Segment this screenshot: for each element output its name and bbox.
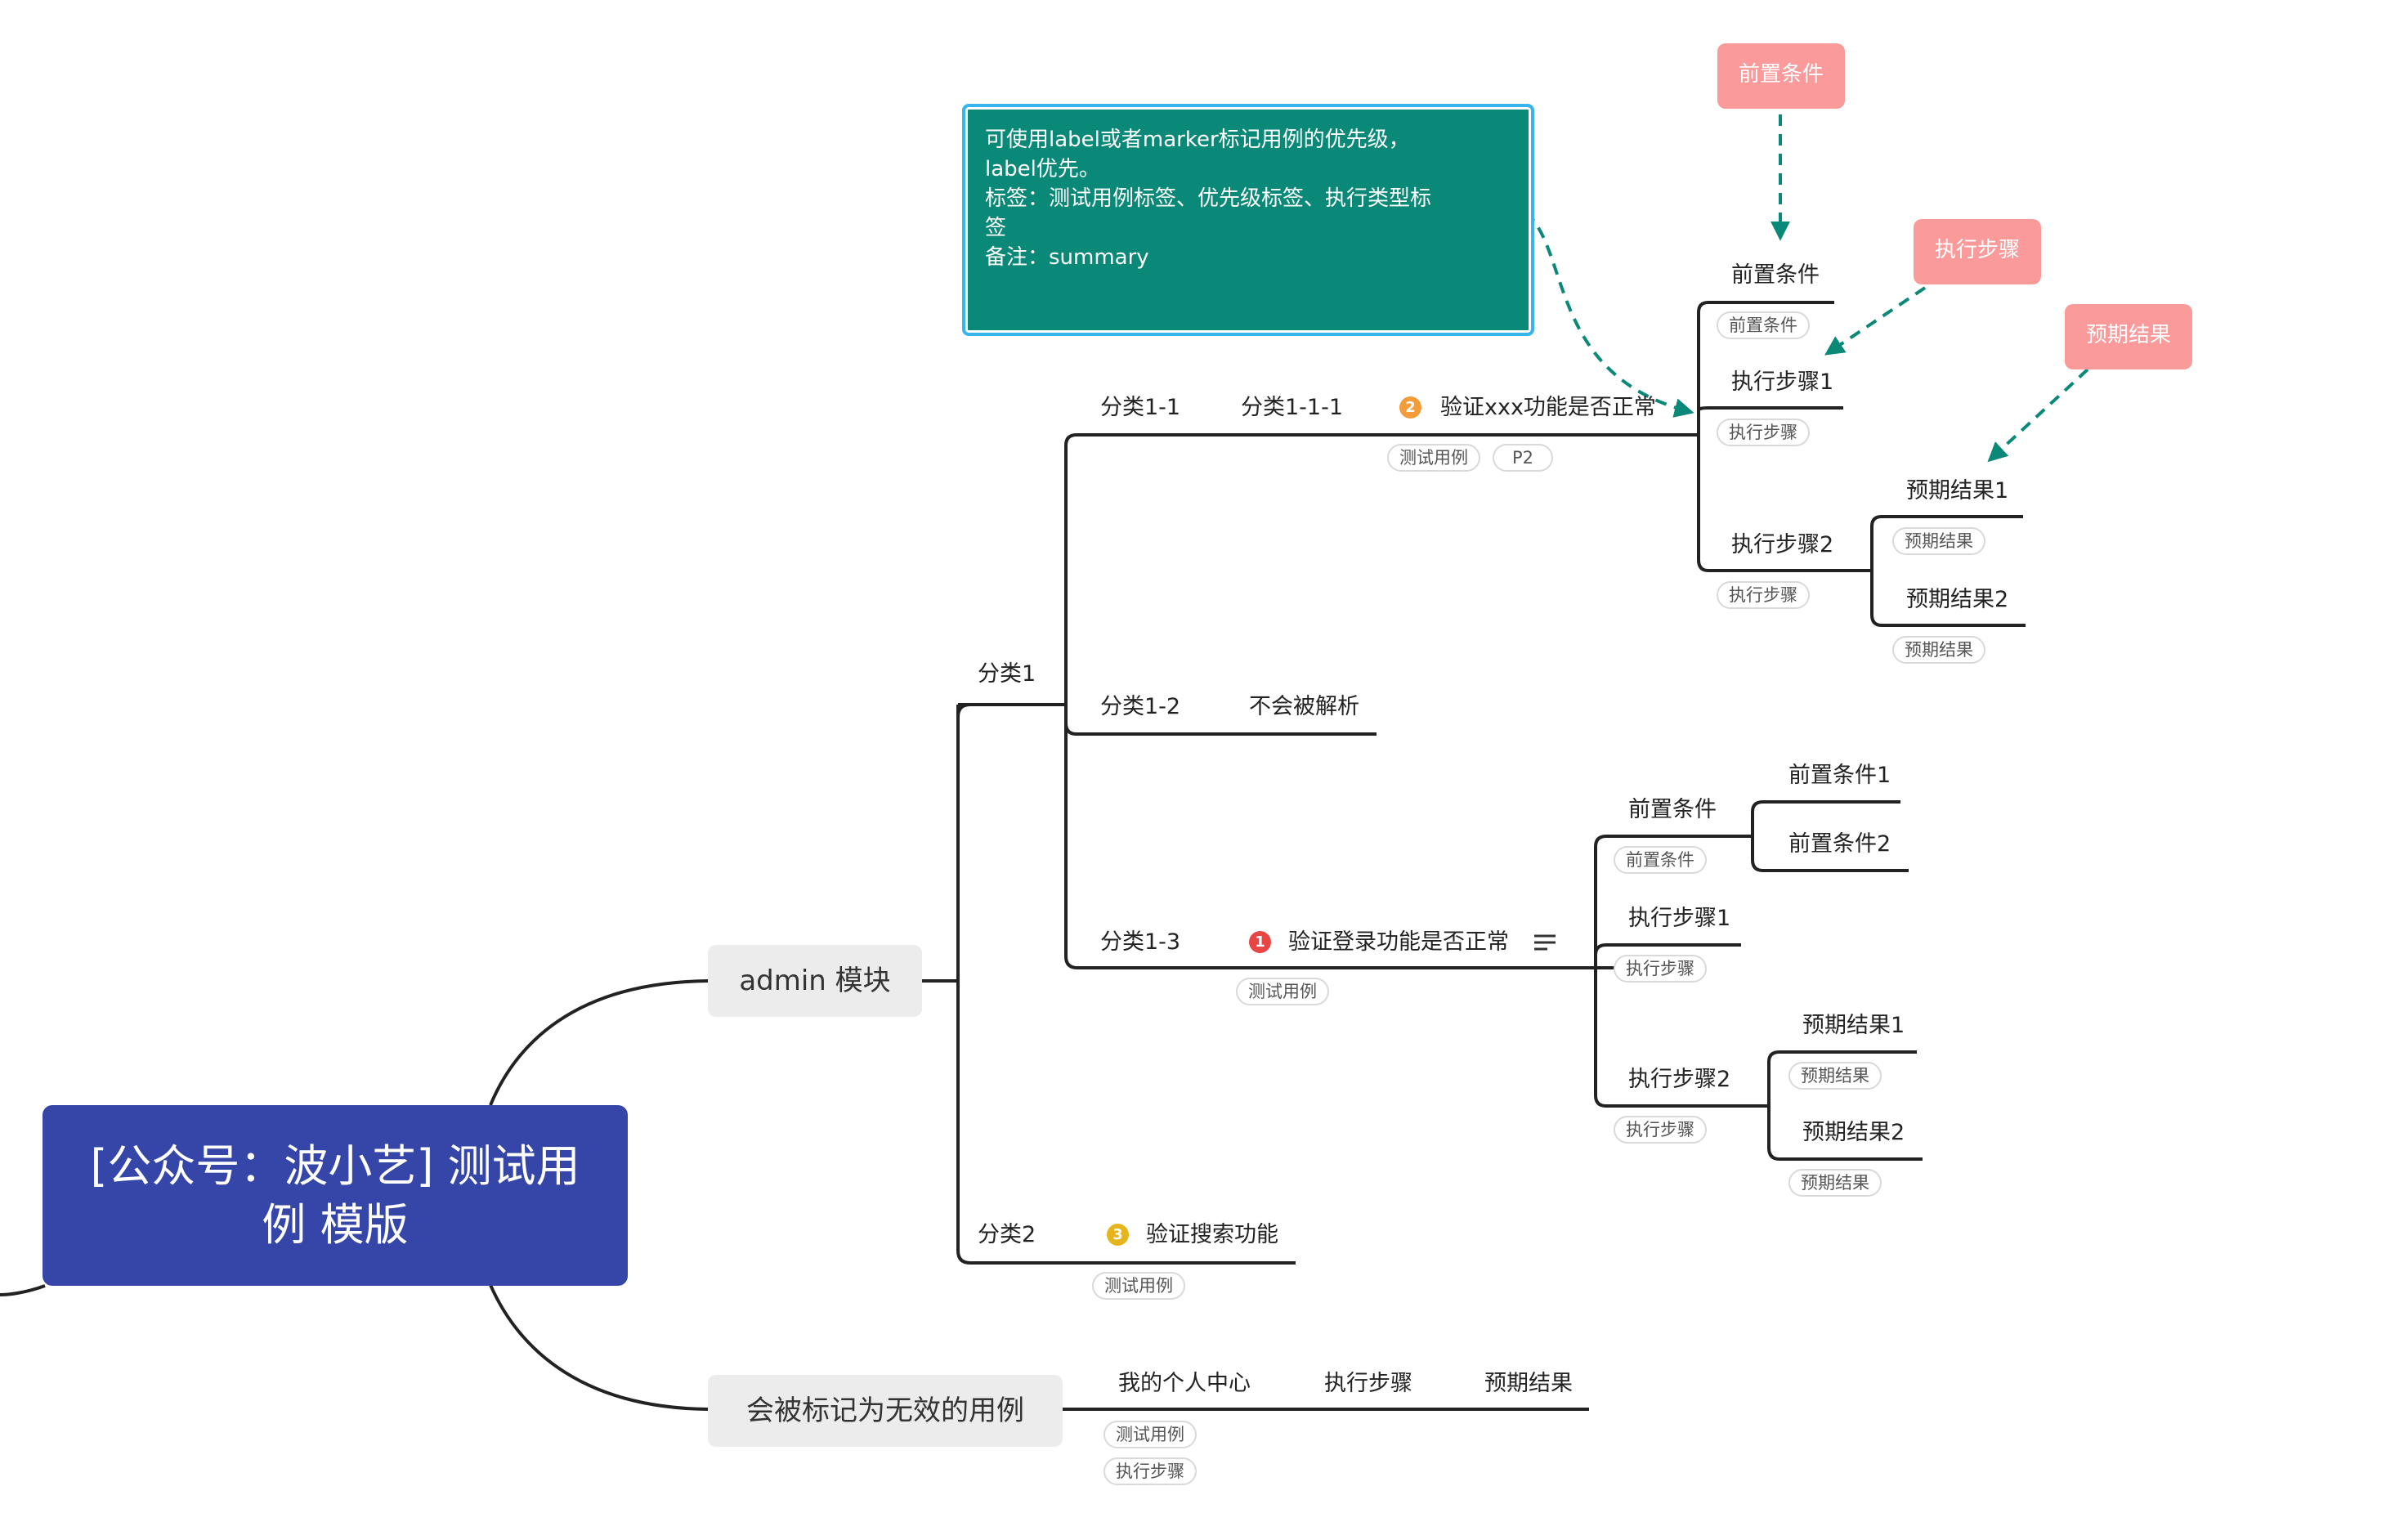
- case-xxx-tag-testcase[interactable]: 测试用例: [1387, 444, 1480, 472]
- case-xxx-step1-tag[interactable]: 执行步骤: [1717, 419, 1810, 446]
- callout-expected-label: 预期结果: [2085, 323, 2171, 347]
- invalid-case-expected[interactable]: 预期结果: [1484, 1371, 1573, 1396]
- invalid-case-tag-testcase[interactable]: 测试用例: [1103, 1421, 1197, 1448]
- case-xxx-exp1-tag[interactable]: 预期结果: [1892, 527, 1985, 555]
- note-line-5: 备注：summary: [985, 245, 1149, 270]
- priority-3-icon: 3: [1107, 1224, 1129, 1246]
- note-line-4: 签: [985, 216, 1007, 240]
- case-xxx-tag-priority[interactable]: P2: [1493, 444, 1554, 472]
- invalid-case-tag-steps[interactable]: 执行步骤: [1103, 1457, 1197, 1485]
- root-branch-admin: [489, 979, 709, 1106]
- topic-cat1-3[interactable]: 分类1-3: [1100, 929, 1181, 955]
- module-invalid[interactable]: 会被标记为无效的用例: [708, 1375, 1063, 1447]
- case-login-title[interactable]: 验证登录功能是否正常: [1288, 929, 1509, 955]
- case-xxx-step2[interactable]: 执行步骤2: [1731, 532, 1834, 557]
- case-xxx-step1[interactable]: 执行步骤1: [1731, 369, 1834, 395]
- note-box[interactable]: 可使用label或者marker标记用例的优先级， label优先。 标签：测试…: [962, 104, 1534, 336]
- case-xxx-exp2-tag[interactable]: 预期结果: [1892, 636, 1985, 664]
- case-login-step2[interactable]: 执行步骤2: [1628, 1067, 1731, 1092]
- invalid-case-title[interactable]: 我的个人中心: [1118, 1371, 1251, 1396]
- note-lines-icon[interactable]: [1534, 933, 1556, 951]
- case-xxx-pre-tag[interactable]: 前置条件: [1717, 311, 1810, 339]
- case-login-tag[interactable]: 测试用例: [1236, 978, 1329, 1005]
- callout-precondition[interactable]: 前置条件: [1717, 43, 1845, 109]
- case-login-pre2[interactable]: 前置条件2: [1788, 831, 1891, 857]
- case-xxx-exp1[interactable]: 预期结果1: [1906, 478, 2009, 504]
- note-line-2: label优先。: [985, 157, 1100, 181]
- callout-precondition-label: 前置条件: [1738, 62, 1824, 87]
- case-search-title[interactable]: 验证搜索功能: [1146, 1222, 1278, 1247]
- case-login-pre[interactable]: 前置条件: [1628, 797, 1717, 822]
- topic-cat1-1-1[interactable]: 分类1-1-1: [1241, 395, 1344, 420]
- topic-cat1-2-child[interactable]: 不会被解析: [1249, 694, 1359, 719]
- case-search-tag[interactable]: 测试用例: [1092, 1272, 1185, 1300]
- case-login-exp1[interactable]: 预期结果1: [1802, 1013, 1905, 1038]
- case-xxx-step2-tag[interactable]: 执行步骤: [1717, 581, 1810, 609]
- case-login-exp1-tag[interactable]: 预期结果: [1788, 1062, 1882, 1090]
- root-branch-left: [0, 1284, 46, 1296]
- topic-cat2[interactable]: 分类2: [978, 1222, 1036, 1247]
- case-login-exp2-tag[interactable]: 预期结果: [1788, 1169, 1882, 1197]
- callout-expected[interactable]: 预期结果: [2065, 304, 2192, 369]
- callout-steps[interactable]: 执行步骤: [1914, 219, 2041, 284]
- topic-cat1-2[interactable]: 分类1-2: [1100, 694, 1181, 719]
- case-xxx-title[interactable]: 验证xxx功能是否正常: [1440, 395, 1656, 420]
- module-admin-label: admin 模块: [739, 965, 891, 997]
- case-login-step1[interactable]: 执行步骤1: [1628, 906, 1731, 931]
- root-title: [公众号：波小艺] 测试用例 模版: [90, 1139, 580, 1251]
- case-xxx-pre[interactable]: 前置条件: [1731, 262, 1820, 288]
- topic-cat1[interactable]: 分类1: [978, 661, 1036, 687]
- module-invalid-label: 会被标记为无效的用例: [746, 1395, 1024, 1427]
- priority-1-icon: 1: [1249, 931, 1271, 953]
- note-line-1: 可使用label或者marker标记用例的优先级，: [985, 128, 1410, 152]
- priority-2-icon: 2: [1399, 396, 1421, 419]
- case-login-step1-tag[interactable]: 执行步骤: [1614, 955, 1707, 983]
- case-xxx-exp2[interactable]: 预期结果2: [1906, 587, 2009, 612]
- module-admin[interactable]: admin 模块: [708, 945, 922, 1017]
- root-topic[interactable]: [公众号：波小艺] 测试用例 模版: [43, 1105, 628, 1286]
- note-line-3: 标签：测试用例标签、优先级标签、执行类型标: [985, 186, 1432, 211]
- callout-steps-label: 执行步骤: [1934, 238, 2020, 262]
- invalid-case-steps[interactable]: 执行步骤: [1324, 1371, 1412, 1396]
- case-login-step2-tag[interactable]: 执行步骤: [1614, 1116, 1707, 1144]
- topic-cat1-1[interactable]: 分类1-1: [1100, 395, 1181, 420]
- case-login-exp2[interactable]: 预期结果2: [1802, 1120, 1905, 1145]
- case-login-pre1[interactable]: 前置条件1: [1788, 763, 1891, 788]
- case-login-pre-tag[interactable]: 前置条件: [1614, 846, 1707, 874]
- root-branch-invalid: [489, 1284, 709, 1411]
